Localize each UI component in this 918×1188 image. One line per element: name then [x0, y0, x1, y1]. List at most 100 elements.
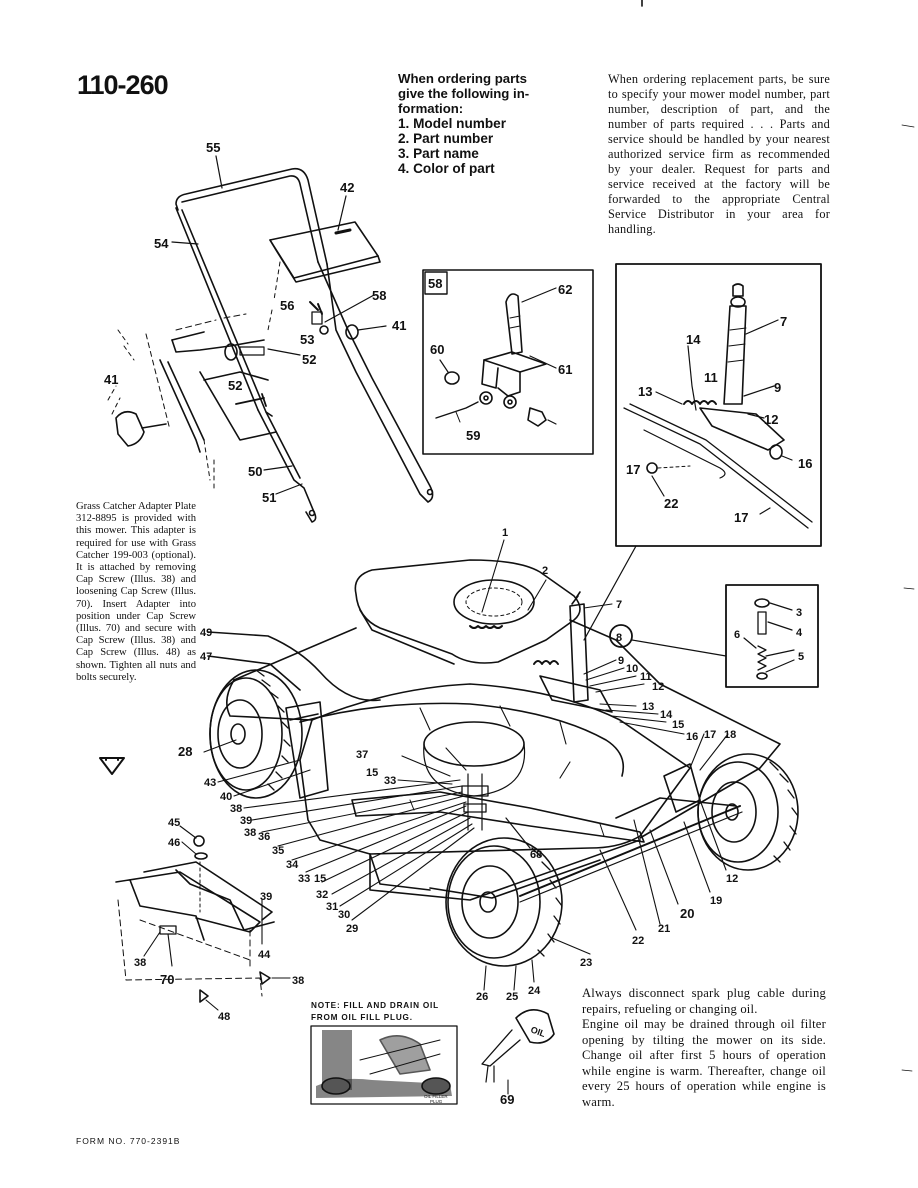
part-label: 33 — [384, 775, 396, 787]
ordering-instructions: When ordering parts give the following i… — [398, 71, 588, 176]
part-label: 58 — [372, 288, 386, 303]
oil-note-line: FROM OIL FILL PLUG. — [311, 1012, 413, 1022]
part-label: 17 — [626, 462, 640, 477]
part-label: 15 — [366, 767, 378, 779]
part-label: 49 — [200, 627, 212, 639]
part-label: 69 — [500, 1092, 514, 1107]
replacement-parts-paragraph: When ordering replacement parts, be sure… — [608, 72, 830, 236]
part-label: 4 — [796, 627, 803, 639]
part-label: 25 — [506, 991, 518, 1003]
part-label: 29 — [346, 923, 358, 935]
oil-filler-label: PLUG — [430, 1099, 443, 1104]
part-label: 7 — [780, 314, 787, 329]
part-label: 7 — [616, 599, 622, 611]
part-label: 9 — [618, 655, 624, 667]
oil-can-label: OIL — [529, 1024, 547, 1039]
part-label: 52 — [228, 378, 242, 393]
part-label: 38 — [244, 827, 256, 839]
part-label: 51 — [262, 490, 276, 505]
part-label: 46 — [168, 837, 180, 849]
part-label: 12 — [764, 412, 778, 427]
part-label: 44 — [258, 949, 271, 961]
part-label: 37 — [356, 749, 368, 761]
part-label: 5 — [798, 651, 804, 663]
part-label: 39 — [260, 891, 272, 903]
part-label: 43 — [204, 777, 216, 789]
circle-8-label: 8 — [616, 632, 622, 644]
part-label: 47 — [200, 651, 212, 663]
part-label: 59 — [466, 428, 480, 443]
wheel-rear-right — [697, 753, 799, 871]
part-label: 55 — [206, 140, 220, 155]
part-label: 23 — [580, 957, 592, 969]
part-label: 36 — [258, 831, 270, 843]
part-label: 34 — [286, 859, 299, 871]
part-label: 38 — [134, 957, 146, 969]
inset-58-label: 58 — [428, 276, 442, 291]
part-label: 68 — [530, 849, 542, 861]
inset-58-frame — [422, 269, 594, 455]
ordering-heading-line: formation: — [398, 101, 464, 116]
part-label: 50 — [248, 464, 262, 479]
model-number-title: 110-260 — [77, 70, 169, 100]
safety-instructions: Always disconnect spark plug cable durin… — [582, 986, 826, 1110]
part-label: 31 — [326, 901, 338, 913]
part-label: 28 — [178, 744, 192, 759]
part-label: 26 — [476, 991, 488, 1003]
part-label: 1 — [502, 527, 508, 539]
form-number: FORM NO. 770-2391B — [76, 1136, 181, 1146]
part-label: 60 — [430, 342, 444, 357]
part-label: 6 — [734, 629, 740, 641]
part-label: 39 — [240, 815, 252, 827]
part-label: 12 — [652, 681, 664, 693]
ordering-heading-line: When ordering parts — [398, 71, 527, 86]
part-label: 19 — [710, 895, 722, 907]
oil-filler-label: OIL FILLER — [424, 1094, 448, 1099]
part-label: 16 — [686, 731, 698, 743]
part-label: 41 — [104, 372, 118, 387]
part-label: 15 — [672, 719, 684, 731]
safety-paragraph: Engine oil may be drained through oil fi… — [582, 1017, 826, 1109]
part-label: 33 — [298, 873, 310, 885]
adapter-plate-note: Grass Catcher Adapter Plate 312-8895 is … — [76, 501, 196, 683]
part-label: 38 — [292, 975, 304, 987]
adapter-plate-detail — [99, 757, 291, 1011]
part-label: 13 — [638, 384, 652, 399]
oil-can — [481, 1009, 555, 1095]
part-label: 9 — [774, 380, 781, 395]
part-label: 17 — [734, 510, 748, 525]
ordering-heading-line: give the following in- — [398, 86, 530, 101]
oil-note: NOTE: FILL AND DRAIN OIL FROM OIL FILL P… — [311, 1000, 471, 1023]
wheel-rear-left — [209, 669, 303, 799]
part-label: 16 — [798, 456, 812, 471]
ordering-item: 3. Part name — [398, 146, 479, 161]
part-label: 48 — [218, 1011, 230, 1023]
part-label: 52 — [302, 352, 316, 367]
part-label: 20 — [680, 906, 694, 921]
safety-paragraph: Always disconnect spark plug cable durin… — [582, 986, 826, 1016]
part-label: 14 — [686, 332, 701, 347]
part-label: 15 — [314, 873, 326, 885]
oil-fill-illustration — [310, 1025, 458, 1105]
handle-assembly — [107, 155, 434, 523]
part-label: 40 — [220, 791, 232, 803]
part-label: 22 — [632, 935, 644, 947]
part-label: 11 — [640, 671, 652, 683]
wheel-front — [445, 837, 563, 991]
part-label: 11 — [704, 370, 718, 385]
part-label: 56 — [280, 298, 294, 313]
part-label: 45 — [168, 817, 180, 829]
part-label: 62 — [558, 282, 572, 297]
part-label: 21 — [658, 923, 670, 935]
part-label: 54 — [154, 236, 169, 251]
ordering-item: 2. Part number — [398, 131, 494, 146]
part-label: 61 — [558, 362, 572, 377]
part-label: 30 — [338, 909, 350, 921]
part-label: 12 — [726, 873, 738, 885]
oil-note-line: NOTE: FILL AND DRAIN OIL — [311, 1001, 439, 1010]
inset-throttle-frame — [615, 263, 822, 547]
part-label: 41 — [392, 318, 406, 333]
part-label: 13 — [642, 701, 654, 713]
part-label: 70 — [160, 972, 174, 987]
